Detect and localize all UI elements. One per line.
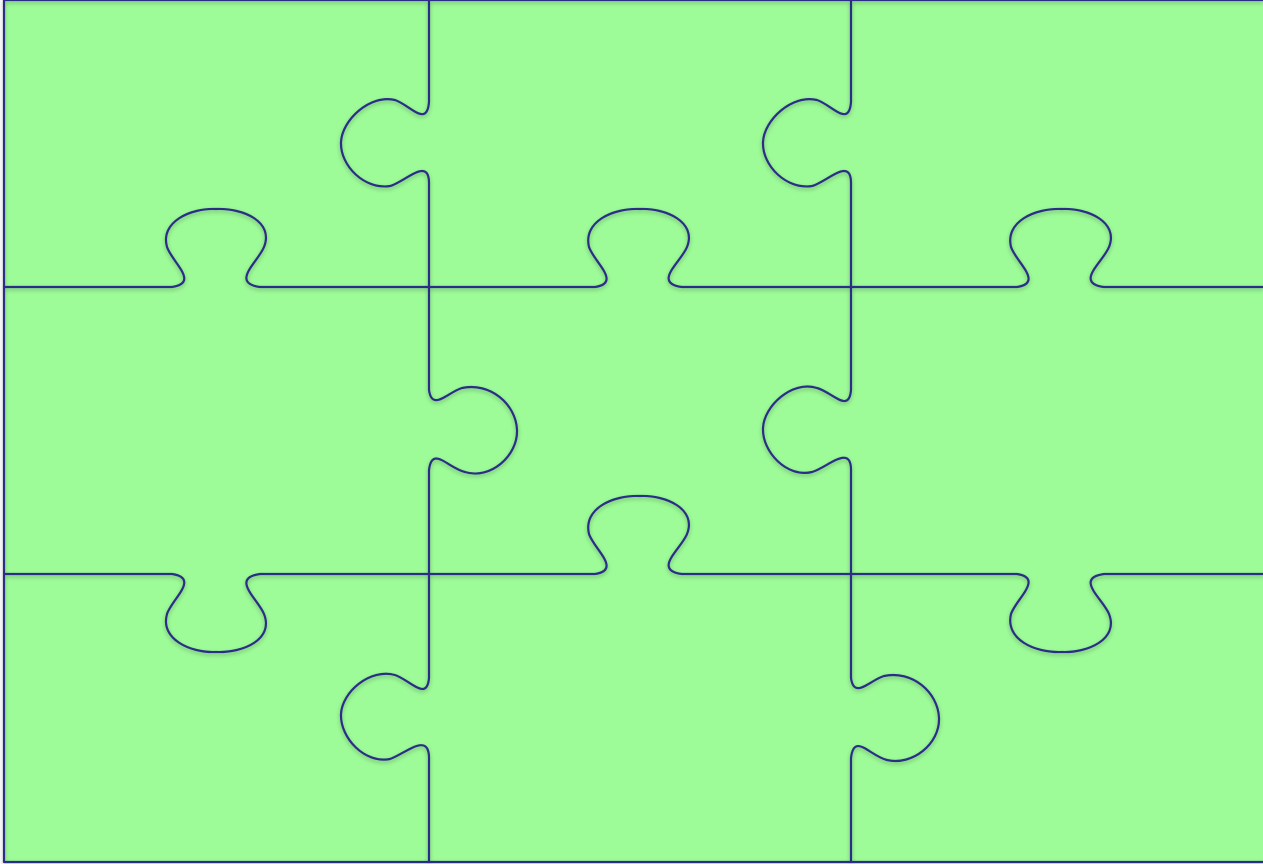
puzzle-background [4, 0, 1263, 862]
